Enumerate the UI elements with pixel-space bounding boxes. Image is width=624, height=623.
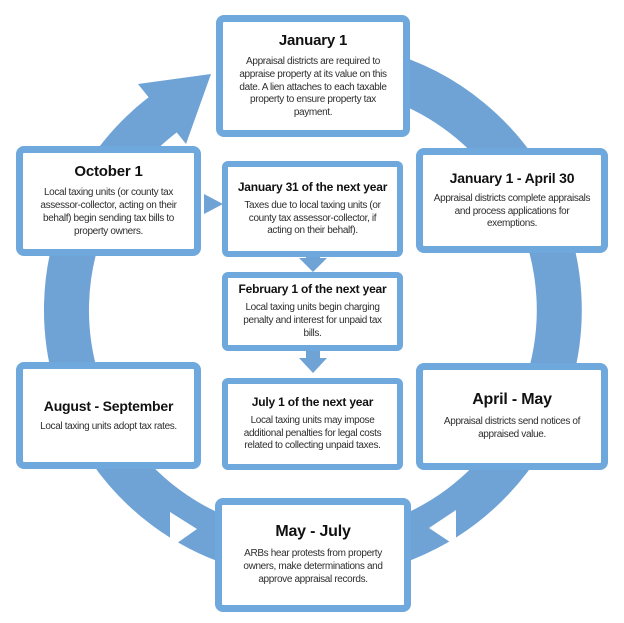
box-title: April - May	[472, 391, 552, 409]
box-body: Appraisal districts send notices of appr…	[443, 416, 581, 440]
box-title: January 31 of the next year	[237, 179, 388, 194]
arrow-right-icon	[204, 194, 223, 214]
cycle-box-january1-april30: January 1 - April 30 Appraisal districts…	[416, 148, 608, 253]
box-body: Appraisal districts are required to appr…	[239, 56, 387, 119]
timeline-box-february-1: February 1 of the next year Local taxing…	[222, 272, 403, 351]
box-title: February 1 of the next year	[238, 282, 387, 297]
cycle-arrowhead-icon	[138, 74, 211, 144]
ring-notch-left	[170, 512, 197, 548]
box-title: January 1	[278, 32, 348, 49]
box-body: Taxes due to local taxing units (or coun…	[244, 199, 381, 237]
cycle-box-october-1: October 1 Local taxing units (or county …	[16, 146, 201, 256]
box-title: October 1	[74, 163, 143, 181]
box-body: Local taxing units begin charging penalt…	[243, 302, 382, 339]
box-title: August - September	[43, 397, 174, 414]
box-title: January 1 - April 30	[449, 169, 575, 186]
box-body: ARBs hear protests from property owners,…	[243, 548, 383, 585]
cycle-box-january-1: January 1 Appraisal districts are requir…	[216, 15, 410, 137]
timeline-box-july-1: July 1 of the next year Local taxing uni…	[222, 378, 403, 470]
arrow-down-icon	[299, 358, 327, 373]
arrow-down-stem	[306, 348, 320, 359]
box-body: Local taxing units may impose additional…	[243, 414, 382, 452]
box-body: Local taxing units adopt tax rates.	[40, 420, 177, 432]
cycle-box-april-may: April - May Appraisal districts send not…	[416, 363, 608, 470]
cycle-box-august-september: August - September Local taxing units ad…	[16, 362, 201, 469]
timeline-box-january-31: January 31 of the next year Taxes due to…	[222, 161, 403, 257]
box-body: Appraisal districts complete appraisals …	[433, 192, 591, 230]
cycle-box-may-july: May - July ARBs hear protests from prope…	[215, 498, 411, 612]
box-title: July 1 of the next year	[251, 394, 374, 409]
box-body: Local taxing units (or county tax assess…	[40, 187, 177, 237]
ring-notch-right	[429, 510, 456, 546]
box-title: May - July	[275, 523, 351, 541]
arrow-down-icon	[299, 258, 327, 272]
